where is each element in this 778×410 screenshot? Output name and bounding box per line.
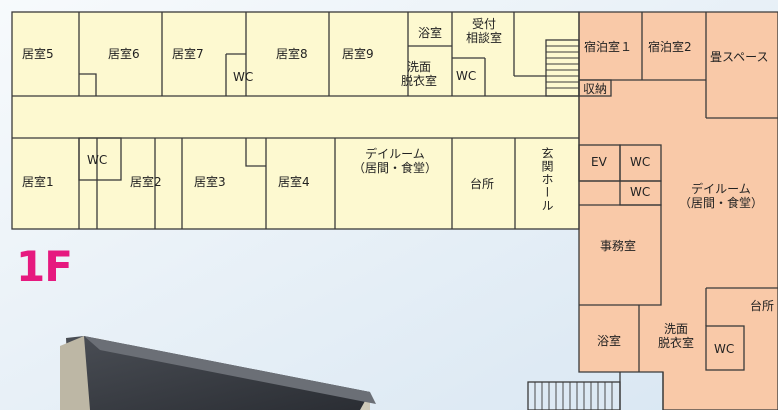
washroom-top-line1: 洗面 [406, 60, 431, 74]
room-kyoshitsu3: 居室3 [194, 175, 226, 189]
yellow-dayroom: デイルーム （居間・食堂） [350, 147, 440, 175]
orange-dayroom: デイルーム （居間・食堂） [676, 182, 766, 210]
room-tatami: 畳スペース [710, 50, 769, 64]
room-wc-upper: WC [630, 155, 651, 169]
washroom-orange-line1: 洗面 [663, 322, 688, 336]
room-kyoshitsu1: 居室1 [22, 175, 54, 189]
room-kyoshitsu6: 居室6 [108, 47, 140, 61]
room-kyoshitsu2: 居室2 [130, 175, 162, 189]
reception-line2: 相談室 [465, 31, 502, 45]
room-kyoshitsu8: 居室8 [276, 47, 308, 61]
washroom-orange-line2: 脱衣室 [657, 336, 694, 350]
reception-line1: 受付 [471, 17, 496, 31]
room-wc-reception: WC [456, 69, 477, 83]
room-office: 事務室 [600, 239, 637, 253]
washroom-top-line2: 脱衣室 [400, 74, 437, 88]
room-bath-top: 浴室 [418, 26, 443, 40]
room-washroom-orange: 洗面 脱衣室 [654, 322, 698, 350]
room-kitchen-yellow: 台所 [470, 177, 495, 191]
room-kyoshitsu7: 居室7 [172, 47, 204, 61]
yellow-zone [12, 12, 579, 229]
room-entrance-hall: 玄関ホール [540, 147, 554, 212]
room-ev: EV [591, 155, 607, 169]
room-storage: 収納 [583, 82, 608, 96]
orange-zone [579, 12, 778, 410]
orange-dayroom-line1: デイルーム [691, 182, 751, 196]
room-kyoshitsu4: 居室4 [278, 175, 310, 189]
yellow-dayroom-line1: デイルーム [365, 147, 425, 161]
room-reception: 受付 相談室 [458, 17, 510, 45]
room-wc-lower: WC [630, 185, 651, 199]
room-bath-orange: 浴室 [597, 334, 622, 348]
floor-label: 1F [16, 242, 73, 291]
room-wc-bottom: WC [714, 342, 735, 356]
room-kyoshitsu9: 居室9 [342, 47, 374, 61]
room-washroom-top: 洗面 脱衣室 [393, 60, 445, 88]
room-kitchen-orange: 台所 [750, 299, 775, 313]
room-lodging2: 宿泊室2 [648, 40, 692, 54]
room-wc-top: WC [233, 70, 254, 84]
orange-dayroom-line2: （居間・食堂） [678, 196, 763, 210]
room-lodging1: 宿泊室１ [584, 40, 633, 54]
yellow-dayroom-line2: （居間・食堂） [352, 161, 437, 175]
room-wc-left: WC [87, 153, 108, 167]
room-kyoshitsu5: 居室5 [22, 47, 54, 61]
